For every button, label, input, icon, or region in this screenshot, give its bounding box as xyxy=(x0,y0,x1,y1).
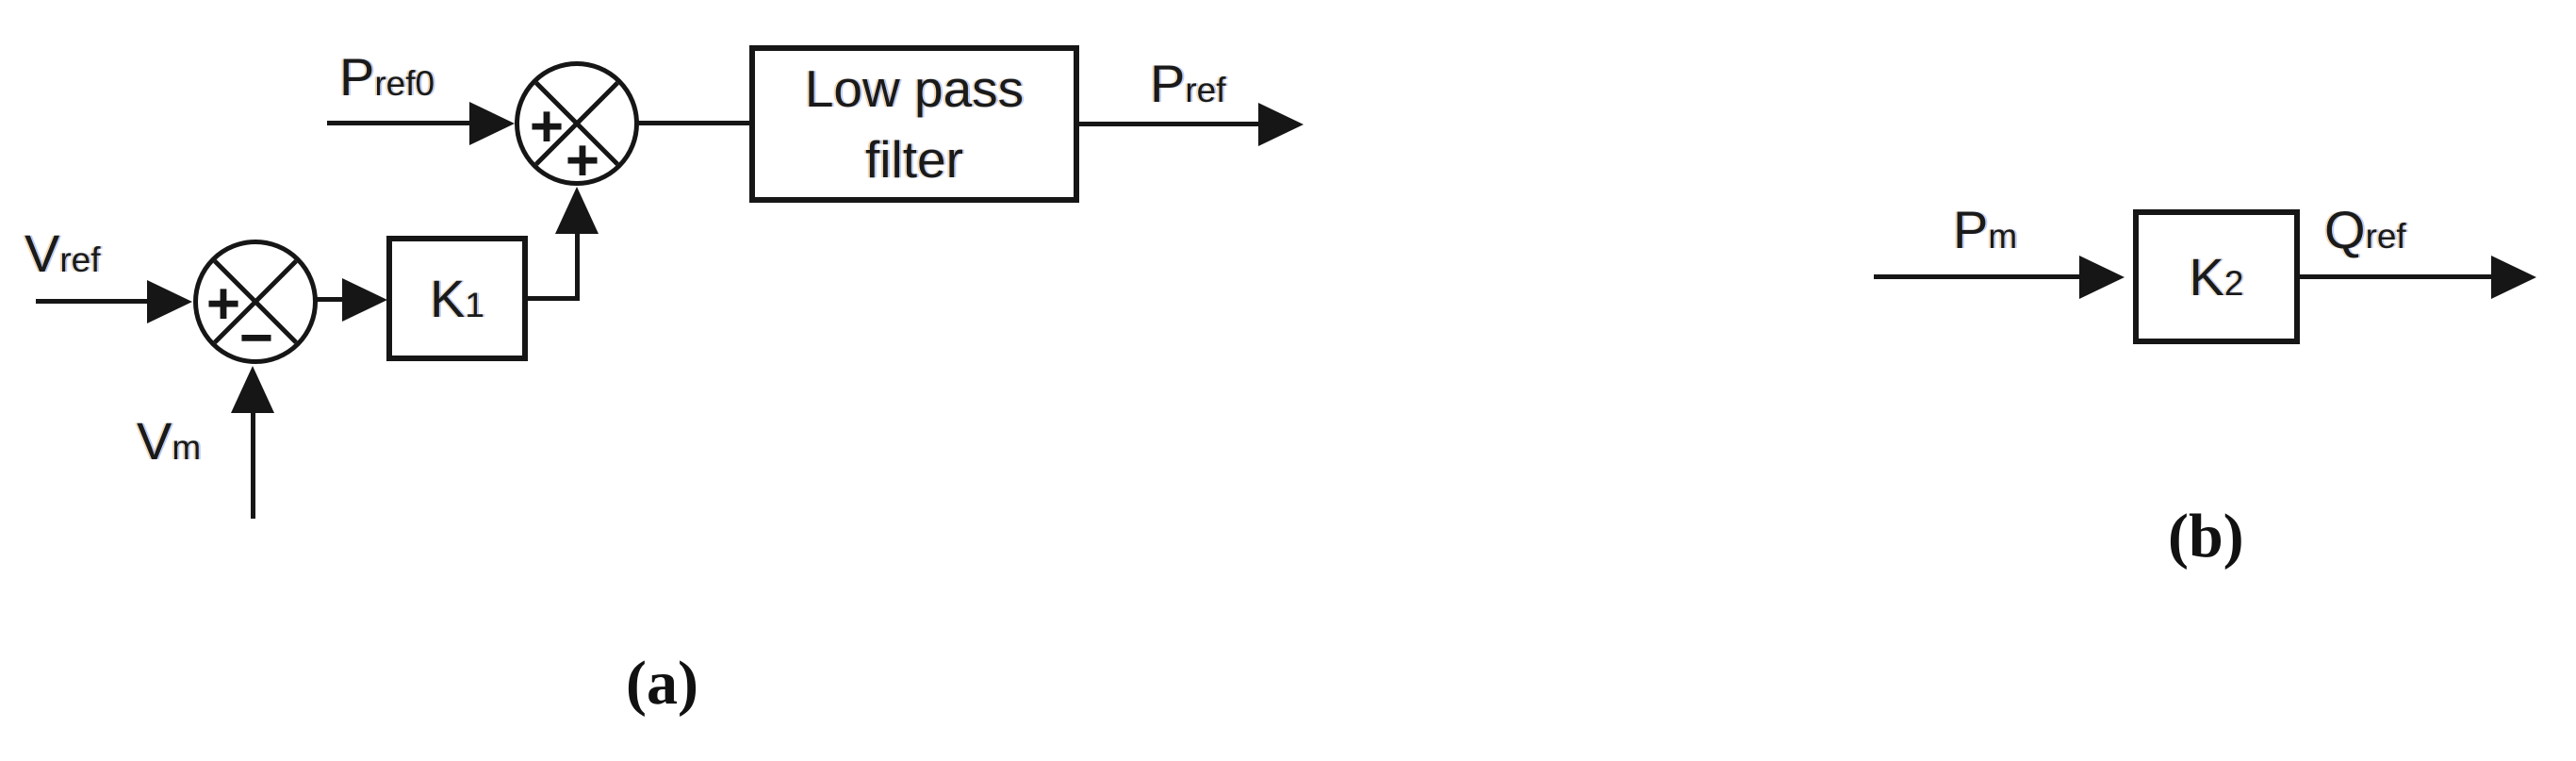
k1-to-sum-arrowhead-icon xyxy=(555,187,599,234)
signal-label-pm: Pm xyxy=(1953,204,2017,256)
lpf-label-line2: filter xyxy=(865,129,963,189)
pref0-input-line xyxy=(327,121,471,125)
signal-subscript: ref xyxy=(59,240,101,279)
signal-subscript: ref0 xyxy=(374,64,435,103)
caption-b: (b) xyxy=(2168,502,2244,571)
plus-sign-south: + xyxy=(565,128,600,186)
gain-main: K xyxy=(430,268,466,328)
pref-arrowhead-icon xyxy=(1258,103,1304,146)
signal-main: Q xyxy=(2324,200,2366,259)
pm-arrowhead-icon xyxy=(2079,256,2125,299)
signal-label-qref: Qref xyxy=(2324,204,2406,256)
signal-label-vref: Vref xyxy=(25,227,100,280)
summing-junction-left: + − xyxy=(193,240,318,364)
signal-subscript: ref xyxy=(1185,71,1226,109)
signal-subscript: m xyxy=(1988,217,2018,256)
vm-arrowhead-icon xyxy=(231,366,274,413)
vref-arrowhead-icon xyxy=(147,280,192,323)
k1-output-line-vertical xyxy=(575,234,580,301)
signal-label-pref: Pref xyxy=(1150,58,1225,110)
low-pass-filter-label: Low pass filter xyxy=(805,54,1024,194)
sum-to-k1-line xyxy=(316,297,344,302)
signal-main: P xyxy=(339,47,375,107)
signal-label-pref0: Pref0 xyxy=(339,51,435,104)
pref0-arrowhead-icon xyxy=(469,102,515,145)
signal-main: V xyxy=(137,411,172,471)
lpf-label-line1: Low pass xyxy=(804,59,1025,119)
k1-label: K1 xyxy=(430,272,484,325)
signal-main: P xyxy=(1953,200,1989,259)
k2-label: K2 xyxy=(2190,250,2244,304)
summing-junction-top: + + xyxy=(515,61,639,186)
gain-subscript: 1 xyxy=(465,285,484,324)
caption-a: (a) xyxy=(626,649,698,718)
signal-label-vm: Vm xyxy=(137,415,201,468)
gain-block-k1: K1 xyxy=(386,236,528,361)
k1-output-line-horizontal xyxy=(528,296,578,301)
gain-subscript: 2 xyxy=(2223,263,2244,303)
vref-input-line xyxy=(36,299,149,304)
qref-output-line xyxy=(2300,274,2493,279)
sum-to-lpf-line xyxy=(637,121,751,125)
vm-input-line xyxy=(251,411,255,519)
gain-block-k2: K2 xyxy=(2133,209,2300,344)
plus-sign-west: + xyxy=(205,272,241,337)
plus-sign-west: + xyxy=(529,94,565,159)
signal-subscript: m xyxy=(172,428,202,467)
signal-main: V xyxy=(25,223,60,283)
pm-input-line xyxy=(1874,274,2081,279)
minus-sign-south: − xyxy=(238,306,274,364)
gain-main: K xyxy=(2189,246,2224,306)
pref-output-line xyxy=(1079,122,1260,126)
signal-subscript: ref xyxy=(2365,217,2406,256)
qref-arrowhead-icon xyxy=(2491,256,2536,299)
low-pass-filter-block: Low pass filter xyxy=(749,45,1079,203)
k1-input-arrowhead-icon xyxy=(342,278,387,322)
signal-main: P xyxy=(1150,54,1186,113)
